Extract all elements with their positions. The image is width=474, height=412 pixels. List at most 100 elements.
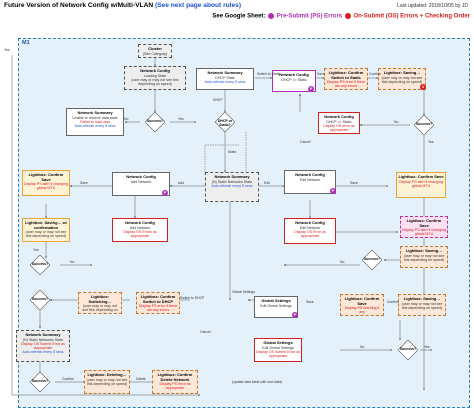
network-config-dhcp-static-error[interactable]: Network Config DHCP => Static Display OS… — [318, 112, 360, 134]
label-add: Add — [178, 181, 185, 185]
node-sub: (user may or may not see this depending … — [381, 75, 423, 84]
label-dhcp: DHCP — [213, 98, 223, 102]
label-cancel-2: Cancel — [200, 330, 211, 334]
legend-pre-submit: Pre-Submit (PS) Errors — [276, 13, 343, 20]
success-decision-4: Success? — [361, 249, 383, 271]
node-action[interactable]: Auto-refresh every 5 secs — [211, 183, 253, 188]
label-no: No — [124, 117, 129, 121]
network-config-add-network-error[interactable]: Network Config Add Network Display OS Er… — [112, 218, 168, 242]
decision-text: Success? — [31, 262, 49, 266]
last-updated: Last updated: 2018/10/05 by JD — [397, 3, 468, 9]
network-config-dhcp-static[interactable]: Network Config DHCP => Static — [272, 70, 316, 92]
pre-submit-badge-icon: P — [308, 86, 314, 92]
node-action[interactable]: Auto-refresh every 5 secs — [74, 123, 116, 128]
global-settings-edit-error[interactable]: Global Settings Edit Global Settings Dis… — [254, 338, 302, 362]
label-yes-4: Yes — [424, 345, 430, 349]
label-confirm-2: Confirm — [387, 300, 399, 304]
node-sub: DHCP => Static — [281, 77, 307, 82]
node-sub: DHCP State — [215, 75, 235, 80]
node-error: Display OS Submit Error as appropriate — [256, 349, 300, 358]
node-error: Display PS error if there are any errors — [138, 304, 178, 313]
label-edit: Edit — [264, 181, 270, 185]
global-settings-edit[interactable]: Global Settings Edit Global Settings — [254, 296, 298, 318]
lightbox-saving-global: Lightbox: Saving… (user may or may not s… — [398, 294, 446, 316]
legend-on-submit: On-Submit (OS) Errors + Checking Order — [353, 13, 470, 20]
node-title: Lightbox: Confirm Save — [406, 218, 442, 228]
node-title: Lightbox: Saving… — [403, 296, 441, 301]
decision-text: Success? — [31, 379, 49, 383]
network-config-edit-network-error[interactable]: Network Config Edit Network Display OS E… — [284, 218, 336, 244]
success-decision-6: Success? — [397, 339, 419, 361]
node-sub: (user may or may not see this depending … — [25, 230, 67, 239]
network-summary-static-error[interactable]: Network Summary (N) Static Networks Stat… — [16, 330, 70, 362]
node-title: Lightbox: Confirm Switch to Static — [328, 70, 364, 80]
label-yes-left: Yes — [4, 48, 10, 52]
label-yes-3: Yes — [33, 248, 39, 252]
node-title: Lightbox: Confirm Save — [344, 296, 380, 306]
label-no-5: No — [360, 345, 365, 349]
lightbox-confirm-save-global[interactable]: Lightbox: Confirm Save Display PS Warnin… — [340, 294, 384, 316]
node-title: Lightbox: Saving… w/ confirmation — [25, 220, 67, 230]
node-title: Global Settings — [261, 298, 291, 303]
lightbox-confirm-switch-static[interactable]: Lightbox: Confirm Switch to Static Displ… — [324, 68, 368, 90]
network-config-edit-network[interactable]: Network Config Edit Network — [284, 170, 336, 194]
node-title: Network Config — [324, 114, 354, 119]
node-sub: (N) Static Networks State — [211, 179, 253, 184]
lightbox-deleting: Lightbox: Deleting… (user may or may not… — [84, 370, 130, 394]
title-text: Future Version of Network Config w/Multi… — [4, 2, 154, 9]
network-summary-static[interactable]: Network Summary (N) Static Networks Stat… — [205, 172, 259, 202]
page-title: Future Version of Network Config w/Multi… — [4, 2, 241, 9]
node-error: Display PS error as appropriate — [159, 382, 191, 391]
legend: See Google Sheet: Pre-Submit (PS) Errors… — [212, 13, 470, 20]
node-title: Network Summary — [214, 174, 250, 179]
success-decision-7: Success? — [29, 371, 51, 393]
lightbox-confirm-delete[interactable]: Lightbox: Confirm Delete Network Display… — [152, 370, 198, 394]
node-action[interactable]: Auto-refresh every 5 secs — [204, 79, 246, 84]
region-label: M1 — [22, 40, 30, 46]
success-decision-3: Success? — [29, 254, 51, 276]
label-yes: Yes — [178, 117, 184, 121]
node-title: Lightbox: Switching… — [88, 294, 112, 304]
decision-text: Success? — [31, 297, 49, 301]
node-sub: (N) Static Networks State — [22, 337, 64, 342]
pre-submit-badge-icon: P — [162, 190, 168, 196]
lightbox-confirm-save-left[interactable]: Lightbox: Confirm Save Display PS alert … — [22, 170, 70, 196]
node-sub: (user may or may not see this depending … — [82, 304, 118, 313]
node-title: Network Config — [126, 174, 156, 179]
node-sub: Edit Global Settings — [262, 345, 294, 350]
label-global: Global Settings — [232, 290, 255, 294]
node-sub: (user may or may not see this depending … — [403, 253, 445, 262]
lightbox-confirm-switch-dhcp[interactable]: Lightbox: Confirm Switch to DHCP Display… — [136, 292, 180, 314]
node-action[interactable]: Auto-refresh every 5 secs — [22, 349, 64, 354]
node-title: Network Summary — [77, 110, 113, 115]
node-error: Display PS alert if changing global MTU — [402, 228, 446, 237]
node-title: Lightbox: Deleting… — [87, 372, 127, 377]
lightbox-confirm-save-right-2[interactable]: Lightbox: Confirm Save Display PS alert … — [400, 216, 448, 238]
network-summary-unable[interactable]: Network Summary Unable to retrieve data … — [66, 108, 124, 136]
label-save: Save — [317, 72, 325, 76]
rules-link[interactable]: (See next page about rules) — [154, 2, 242, 9]
node-sub: Edit Global Settings — [260, 303, 292, 308]
node-sub: Loading State — [143, 73, 167, 78]
node-error: Display OS Submit Error as appropriate — [21, 341, 65, 350]
node-error: Failed to load data — [80, 119, 110, 124]
legend-see: See Google Sheet: — [212, 13, 266, 20]
node-title: Lightbox: Confirm Save — [398, 174, 444, 179]
label-switch-static: Switch to Static — [257, 72, 281, 76]
node-error: Display OS Error as appropriate — [294, 229, 326, 238]
label-save-3: Save — [350, 181, 358, 185]
node-sub: (user may or may not see this depending … — [86, 377, 128, 386]
node-sub: (user may or may not see this depending … — [401, 301, 443, 310]
decision-text: Success? — [399, 347, 417, 351]
node-title: Lightbox: Saving… — [383, 70, 421, 75]
decision-text: Success? — [146, 119, 164, 123]
node-title: Network Config — [295, 172, 325, 177]
node-title: Network Config — [295, 220, 325, 225]
node-title: Lightbox: Saving… — [405, 248, 443, 253]
network-config-add-network[interactable]: Network Config Add Network — [112, 172, 170, 196]
network-summary-dhcp[interactable]: Network Summary DHCP State Auto-refresh … — [196, 68, 254, 90]
lightbox-saving-confirmation: Lightbox: Saving… w/ confirmation (user … — [22, 218, 70, 242]
lightbox-confirm-save-right[interactable]: Lightbox: Confirm Save Display PS alert … — [396, 172, 446, 198]
node-title: Lightbox: Confirm Switch to DHCP — [140, 294, 176, 304]
